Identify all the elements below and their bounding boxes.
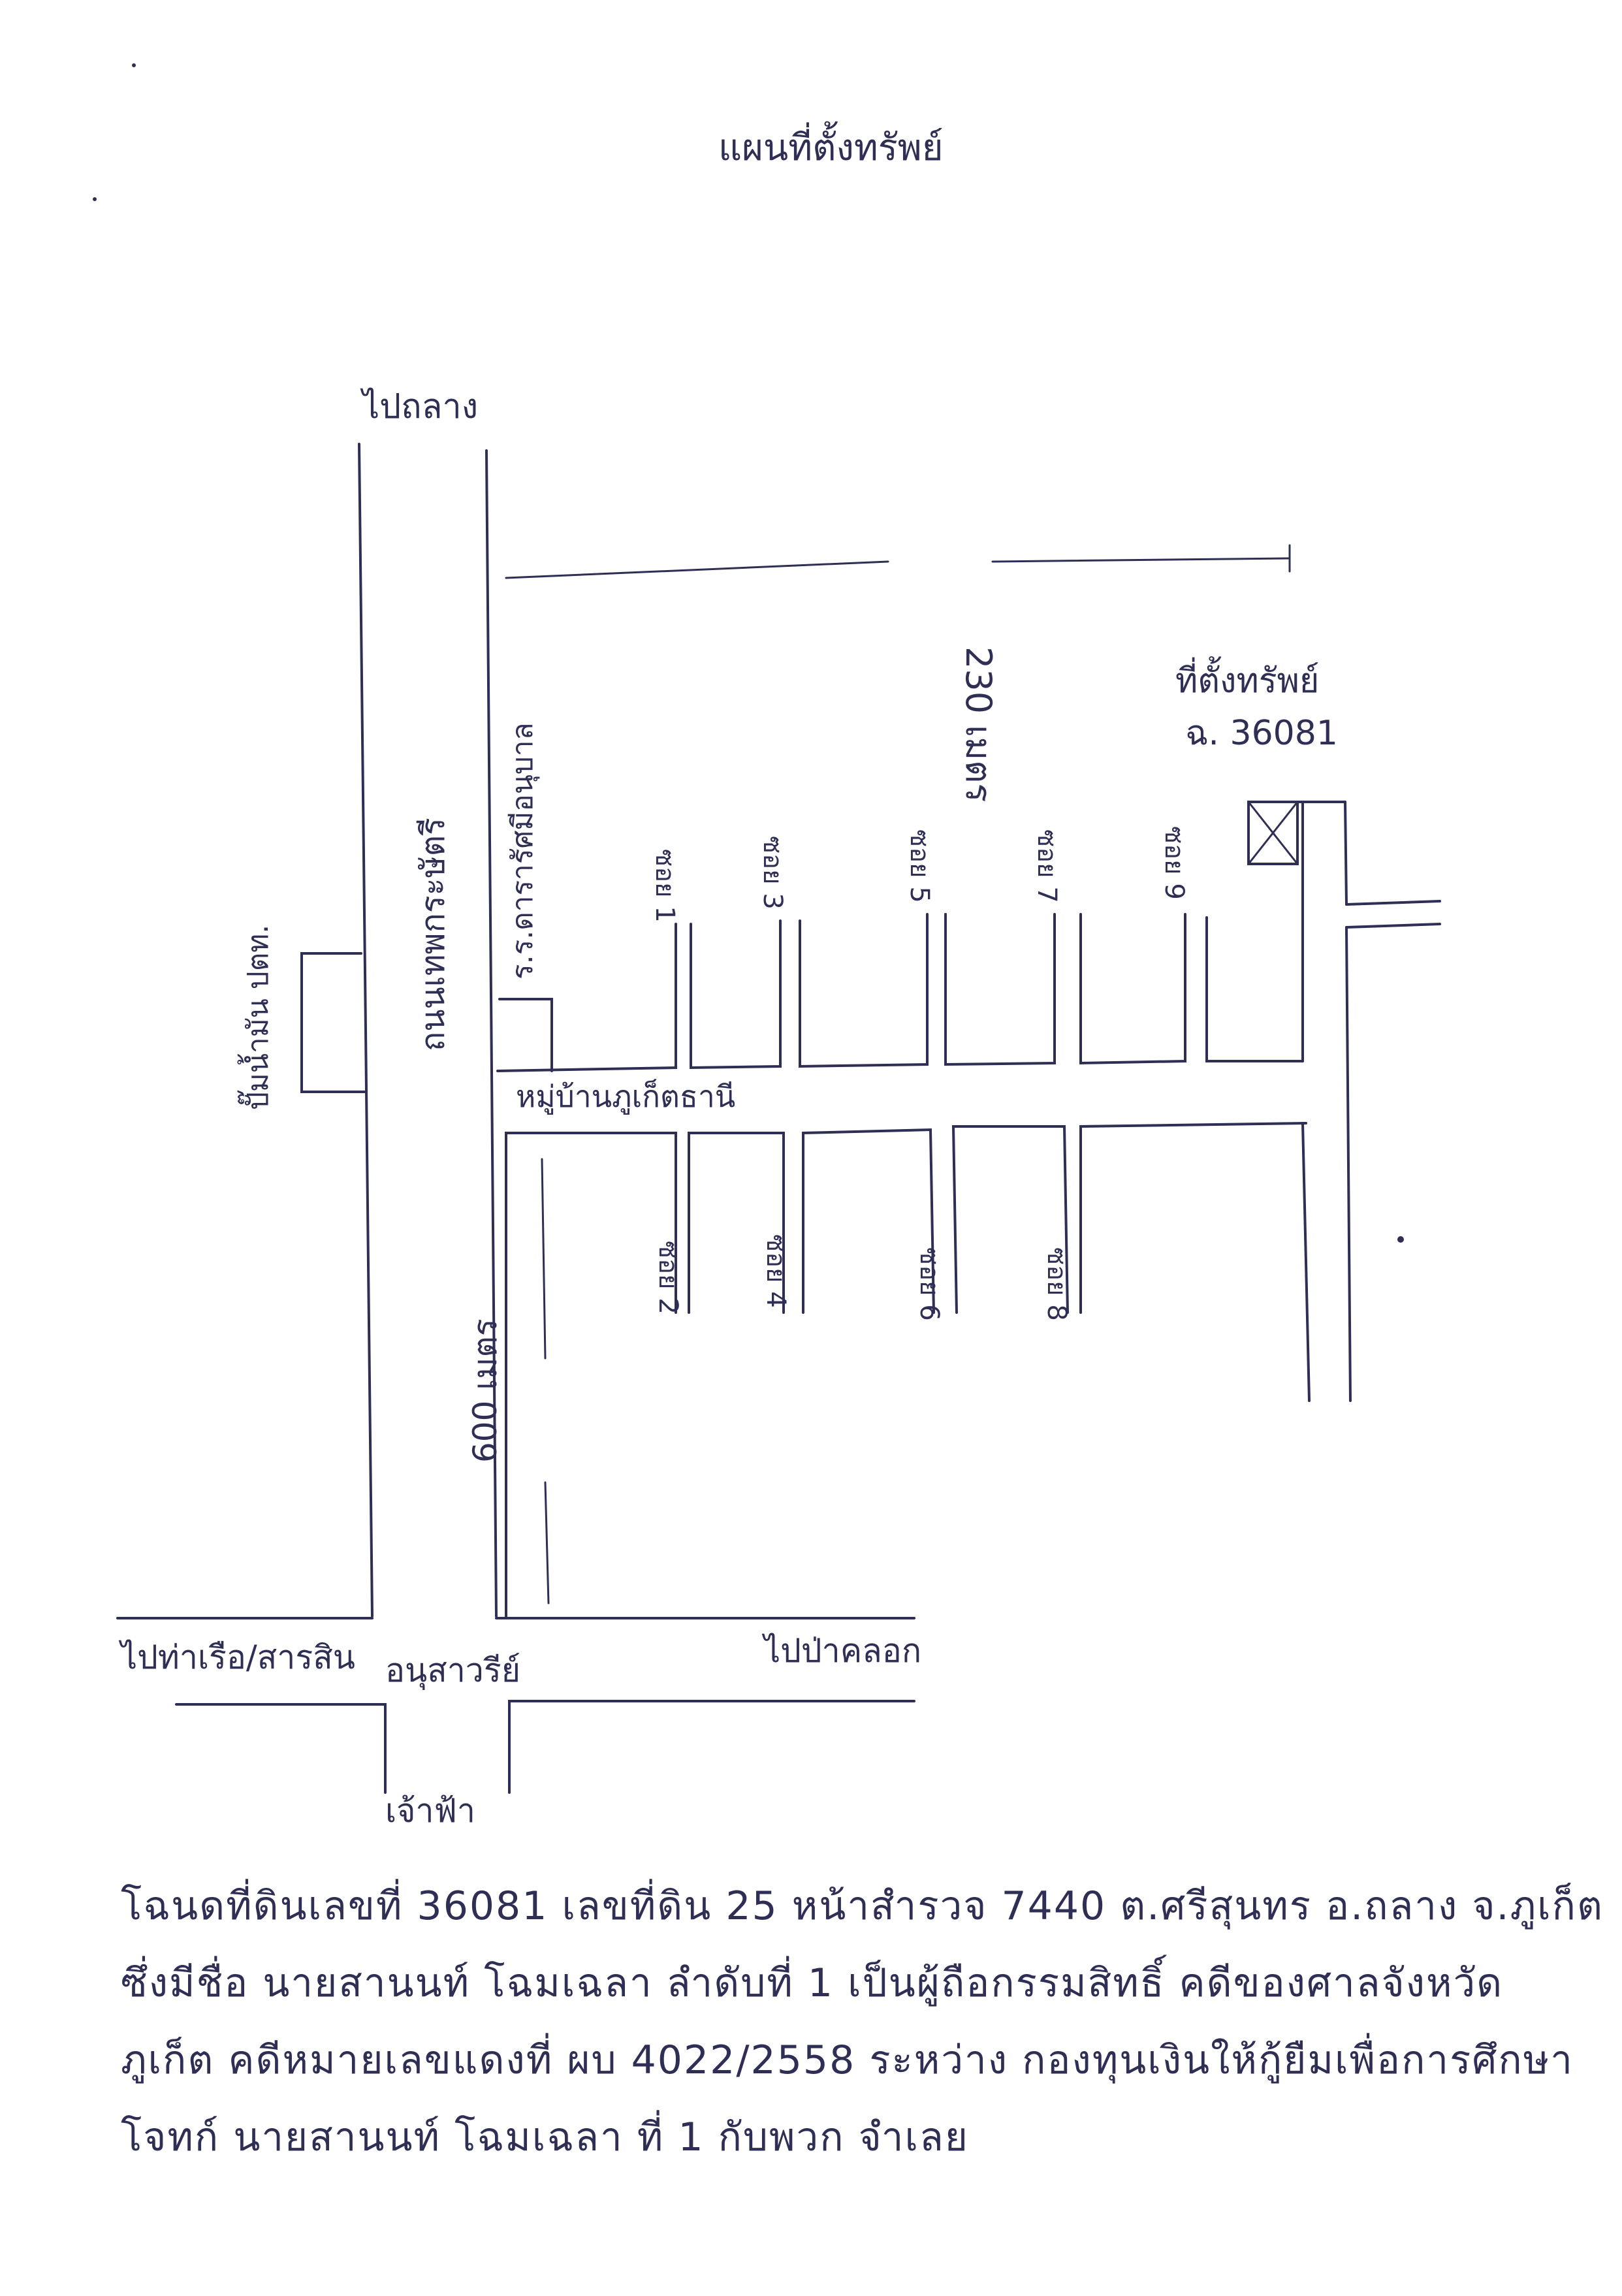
scan-dot: [132, 63, 136, 67]
east-road-east-edge-bottom: [1345, 926, 1352, 1402]
map-title: แผนที่ตั้งทรัพย์: [718, 121, 944, 169]
property-marker: [1247, 801, 1299, 865]
soi-3-east-soi-5-west: [799, 913, 929, 1068]
soi-label-n3: ซอย 7: [1032, 829, 1062, 903]
dist-left-line-a: [541, 1158, 547, 1360]
main-road-west-edge: [358, 443, 374, 1618]
deed-note-line: โจทก์ นายสานนท์ โฉมเฉลา ที่ 1 กับพวก จำเ…: [121, 2114, 969, 2160]
east-branch-bottom: [1345, 923, 1441, 929]
dist-top-label: 230 เมตร: [958, 646, 999, 802]
dist-top-line-a: [505, 560, 889, 579]
main-road-name: ถนนเทพกระษัตรี: [414, 818, 452, 1051]
soi-6-east-soi-8-west: [951, 1125, 1069, 1314]
scan-dot: [1397, 1236, 1404, 1243]
soi-7-east-soi-9-west: [1079, 913, 1186, 1065]
school-plot-outline: [498, 998, 553, 1072]
soi-2-east-soi-4-west: [688, 1132, 785, 1314]
soi-label-n1: ซอย 3: [757, 836, 787, 910]
cross-road-south-east: [508, 1700, 915, 1794]
soi-5-east-soi-7-west: [944, 913, 1056, 1066]
east-road-east-edge-top: [1344, 801, 1348, 906]
main-road-east-edge: [485, 449, 498, 1618]
to-thalang-label: ไปถลาง: [360, 387, 478, 426]
south-sois: [505, 1122, 1307, 1618]
soi-4-east-soi-6-west: [802, 1128, 935, 1314]
soi-label-s2: ซอย 6: [914, 1247, 944, 1321]
village-label: หมู่บ้านภูเก็ตธานี: [516, 1079, 735, 1115]
soi-1-east-soi-3-west: [690, 919, 782, 1070]
soi-label-s3: ซอย 8: [1042, 1247, 1072, 1321]
deed-note-line: โฉนดที่ดินเลขที่ 36081 เลขที่ดิน 25 หน้า…: [121, 1883, 1604, 1929]
to-pa-khlok-label: ไปป่าคลอก: [761, 1632, 921, 1670]
deed-note-line: ซึ่งมีชื่อ นายสานนท์ โฉมเฉลา ลำดับที่ 1 …: [121, 1960, 1504, 2006]
soi-label-n2: ซอย 5: [904, 829, 934, 903]
property-label-line1: ที่ตั้งทรัพย์: [1175, 656, 1319, 701]
gas-station-outline: [300, 952, 367, 1093]
monument-label: อนุสาวรีย์: [385, 1651, 520, 1690]
soi-2-west: [505, 1132, 677, 1618]
property-label-line2: ฉ. 36081: [1185, 714, 1338, 753]
north-sois: [496, 913, 1304, 1072]
south-soi-labels: ซอย 2 ซอย 4 ซอย 6 ซอย 8: [653, 1234, 1072, 1321]
dist-left-label: 600 เมตร: [466, 1318, 504, 1463]
soi-label-s0: ซอย 2: [653, 1241, 683, 1315]
soi-label-n0: ซอย 1: [650, 849, 680, 923]
soi-9-east: [1205, 916, 1304, 1062]
gas-station-label: ปั๊มน้ำมัน ปตท.: [237, 925, 275, 1110]
deed-notes: โฉนดที่ดินเลขที่ 36081 เลขที่ดิน 25 หน้า…: [121, 1868, 1604, 2176]
school-label: ร.ร.ดารารัศมีอนุบาล: [506, 722, 540, 980]
deed-note-line: ภูเก็ต คดีหมายเลขแดงที่ ผบ 4022/2558 ระห…: [121, 2037, 1574, 2083]
east-branch-top: [1345, 900, 1441, 906]
north-soi-labels: ซอย 1 ซอย 3 ซอย 5 ซอย 7 ซอย 9: [650, 826, 1189, 923]
soi-8-east: [1079, 1122, 1307, 1314]
east-road-west-edge-bottom: [1301, 1122, 1311, 1402]
soi-label-s1: ซอย 4: [761, 1234, 791, 1308]
soi-1-west: [496, 923, 677, 1072]
dist-left-line-b: [544, 1481, 550, 1604]
dist-top-line-b: [991, 557, 1291, 563]
cross-road-south-west: [175, 1703, 387, 1794]
to-sarasin-label: ไปท่าเรือ/สารสิน: [118, 1638, 355, 1676]
property-marker-cross-b: [1247, 801, 1299, 865]
scan-dot: [93, 197, 97, 201]
soi-label-n4: ซอย 9: [1159, 826, 1189, 900]
to-chao-fa-label: เจ้าฟ้า: [385, 1792, 475, 1830]
